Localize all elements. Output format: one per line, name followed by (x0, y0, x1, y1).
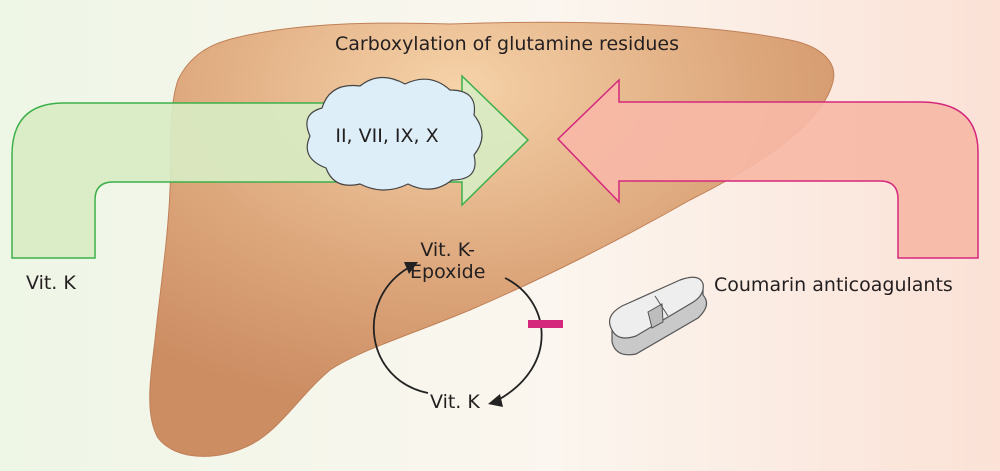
clotting-factors-label: II, VII, IX, X (335, 125, 439, 147)
coumarin-arrow (556, 78, 979, 259)
diagram-title: Carboxylation of glutamine residues (335, 33, 680, 55)
coumarin-label: Coumarin anticoagulants (714, 274, 953, 296)
cycle-arrowhead-top (404, 262, 418, 274)
cycle-arrowhead-bottom (488, 394, 503, 407)
vitamin-k-cycle-label: Vit. K (430, 391, 480, 413)
inhibition-bar (528, 320, 563, 328)
coumarin-tablet-icon (609, 276, 708, 356)
vitamin-k-source-label: Vit. K (26, 272, 76, 294)
epoxide-label-line1: Vit. K- (420, 239, 476, 261)
vitamin-k-epoxide-label: Vit. K- Epoxide (410, 239, 486, 284)
epoxide-label-line2: Epoxide (410, 260, 486, 283)
cycle-arrow-right (497, 277, 543, 401)
cycle-arrow-left (373, 267, 429, 394)
clotting-factors-cloud (306, 76, 483, 191)
